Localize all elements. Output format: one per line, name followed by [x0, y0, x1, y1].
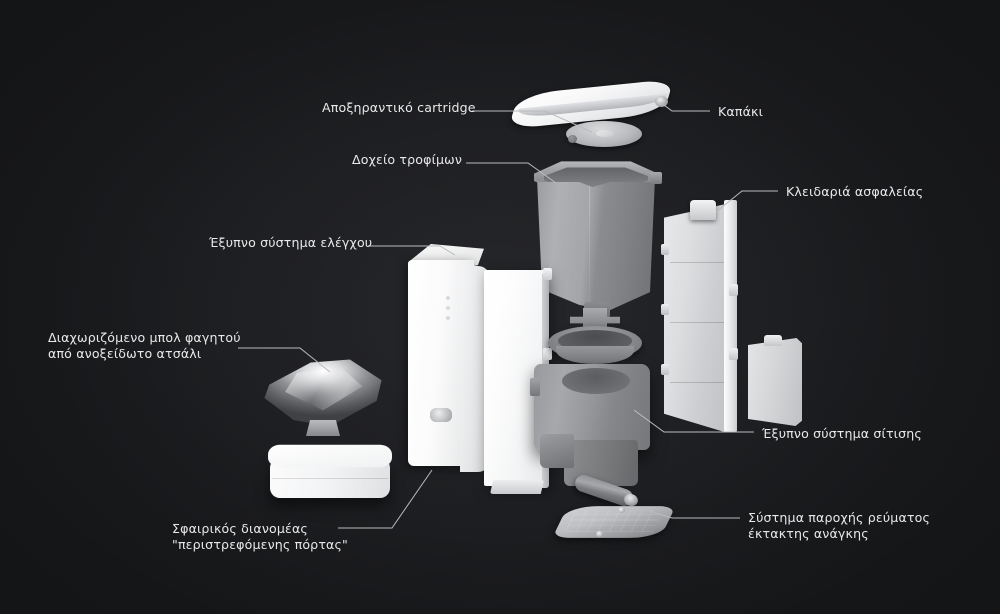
callout-label-rotating-door-dispenser: Σφαιρικός διανομέας "περιστρεφόμενης πόρ…: [172, 521, 348, 552]
base-plate-screw: [618, 507, 625, 513]
shell-hinge: [430, 408, 452, 422]
feeding-mechanism-part[interactable]: [530, 308, 656, 486]
shell-clip: [543, 268, 552, 280]
cartridge-logo-icon: [596, 130, 614, 137]
callout-label-smart-feeding-system: Έξυπνο σύστημα σίτισης: [762, 426, 922, 441]
callout-label-safety-lock: Κλειδαριά ασφαλείας: [786, 184, 924, 199]
rear-panel-rail: [724, 200, 737, 432]
indicator-dot: [446, 306, 450, 310]
callout-label-stainless-steel-bowl: Διαχωριζόμενο μπολ φαγητού από ανοξείδωτ…: [48, 330, 241, 361]
callout-label-smart-control-system: Έξυπνο σύστημα ελέγχου: [209, 235, 373, 250]
desiccant-cartridge-part[interactable]: [566, 121, 646, 151]
callout-label-food-container: Δοχείο τροφίμων: [352, 152, 463, 167]
rear-panel-tab: [729, 284, 738, 296]
base-tray-part[interactable]: [268, 442, 392, 502]
control-panel-indicators: [446, 296, 450, 326]
indicator-dot: [446, 296, 450, 300]
callout-label-emergency-power-supply: Σύστημα παροχής ρεύματος έκτακτης ανάγκη…: [748, 510, 931, 541]
smart-control-shell-part[interactable]: [404, 244, 552, 494]
hopper-edge-crease: [589, 186, 590, 308]
side-door-nub: [764, 335, 782, 346]
rear-panel-part[interactable]: [661, 196, 752, 432]
hopper-side-tab: [650, 172, 662, 184]
base-plate-grid: [564, 510, 664, 532]
feeder-bowl-recess: [562, 368, 630, 394]
feeder-side-clip: [530, 378, 540, 396]
lid-part[interactable]: [508, 76, 676, 138]
rear-panel-rib: [670, 382, 726, 383]
side-door-body: [748, 338, 802, 426]
side-door-part[interactable]: [748, 335, 802, 426]
lid-knob-icon: [655, 96, 668, 107]
food-container-part[interactable]: [534, 160, 662, 318]
feeder-spout: [540, 434, 574, 468]
cartridge-tab: [568, 135, 577, 143]
battery-plate-part[interactable]: [552, 500, 676, 548]
base-plate-screw: [596, 531, 603, 537]
hopper-body: [537, 182, 655, 310]
rear-panel-tab: [661, 364, 669, 375]
rear-panel-rib: [670, 322, 726, 323]
rear-panel-rib: [670, 262, 726, 263]
shell-clip: [543, 348, 552, 360]
feeder-collar: [556, 346, 634, 364]
tray-top-surface: [268, 444, 392, 468]
rear-panel-tab: [729, 348, 738, 360]
rear-panel-tab: [661, 244, 669, 255]
indicator-dot: [446, 316, 450, 320]
rear-panel-tab: [661, 304, 669, 315]
shell-foot: [490, 480, 544, 494]
safety-lock-part[interactable]: [690, 200, 716, 220]
stainless-bowl-part[interactable]: [262, 358, 384, 444]
callout-label-lid: Καπάκι: [718, 104, 764, 119]
callout-label-desiccant-cartridge: Αποξηραντικό cartridge: [322, 100, 476, 115]
bowl-stem: [306, 420, 340, 436]
tray-seam: [272, 478, 388, 479]
